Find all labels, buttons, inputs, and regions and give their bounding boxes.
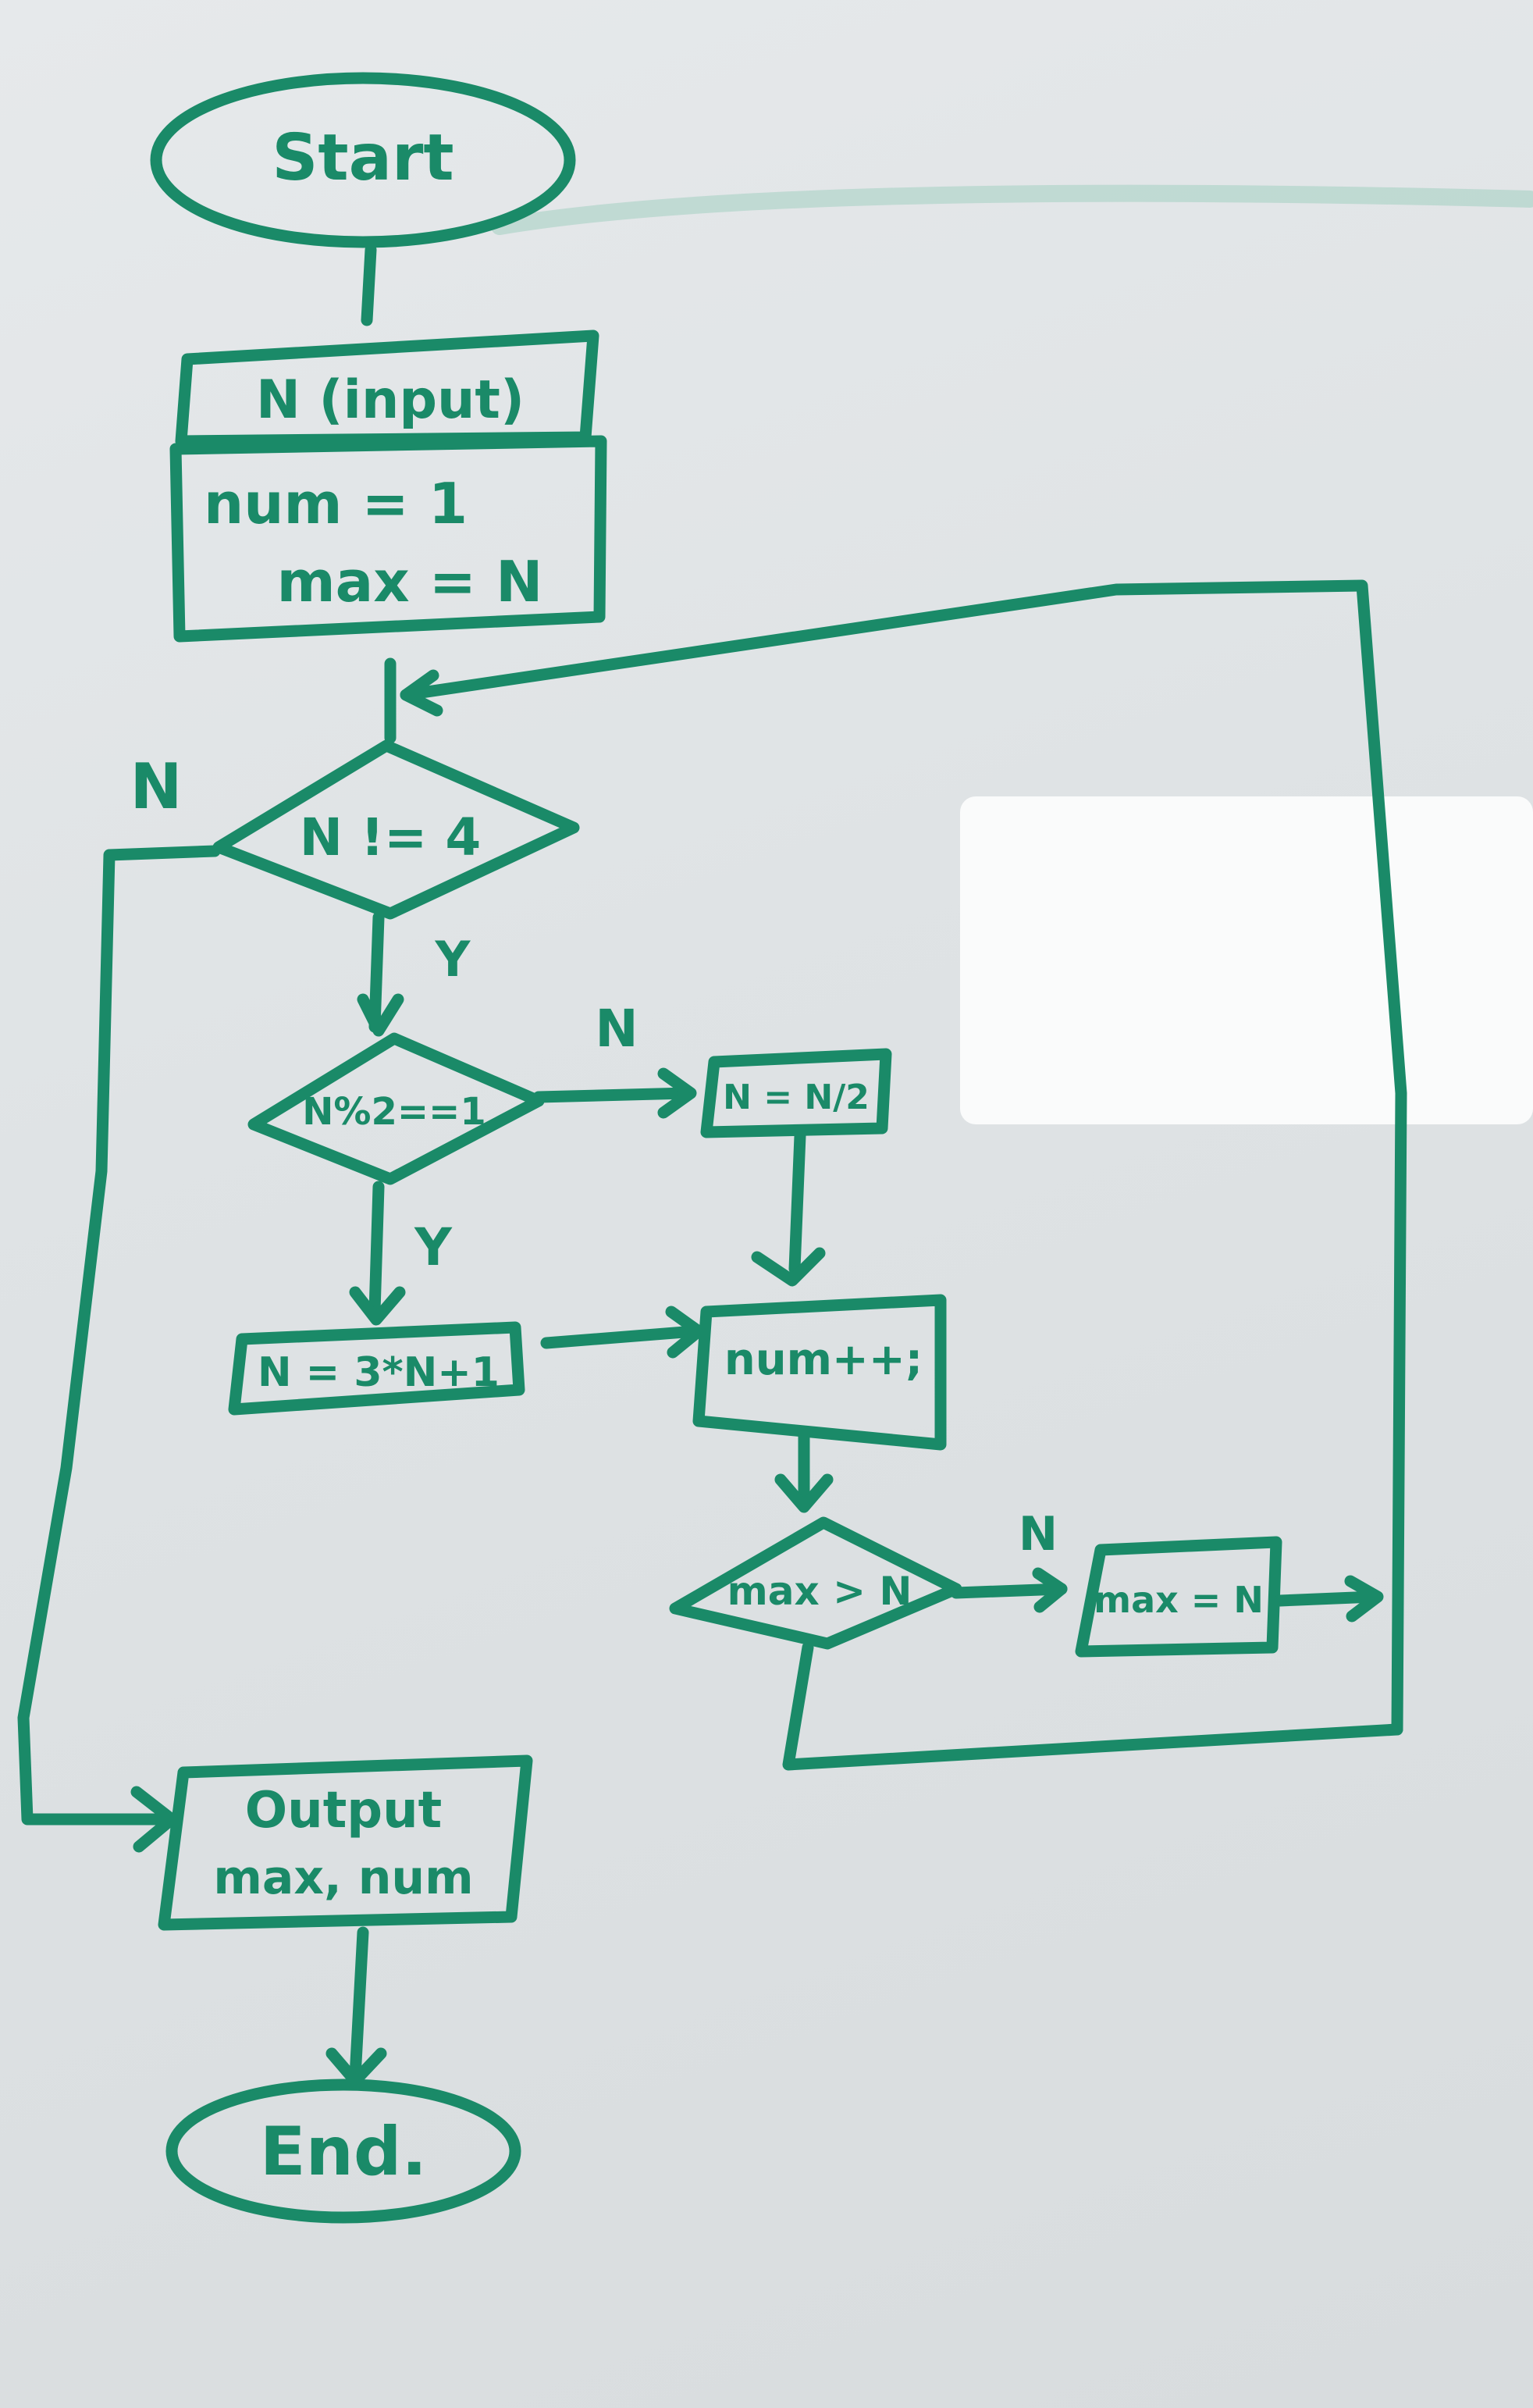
even-step-box — [700, 1048, 892, 1138]
update-max-box — [1075, 1536, 1282, 1658]
cond3-arrowhead — [774, 1473, 834, 1513]
end-terminator — [165, 2079, 521, 2224]
cond1-label: N != 4 — [300, 807, 482, 867]
start-label: Start — [272, 121, 453, 195]
even-step-label: N = N/2 — [723, 1078, 870, 1117]
cond2-yes-label: Y — [414, 1217, 453, 1277]
init-line2: max = N — [277, 549, 543, 614]
output-line2: max, num — [213, 1851, 473, 1905]
edge-cond1-yes-cond2 — [368, 911, 385, 1033]
edge-cond3-yes-loop — [782, 1641, 1403, 1771]
loop-arrowhead — [1344, 1575, 1384, 1623]
cond3-no-label: N — [1019, 1507, 1058, 1562]
cond2-no-label: N — [595, 999, 638, 1059]
increment-arrowhead-1 — [751, 1247, 826, 1287]
edge-odd-increment — [540, 1325, 701, 1349]
board-smudge — [491, 184, 1533, 235]
odd-step-label: N = 3*N+1 — [258, 1349, 500, 1396]
edge-output-end — [349, 1926, 369, 2083]
end-label: End. — [260, 2113, 427, 2191]
edge-update-loop — [1274, 1590, 1380, 1607]
edge-loop-back — [400, 579, 1407, 1736]
cond1-no-label: N — [130, 750, 183, 823]
increment-label: num++; — [724, 1334, 923, 1385]
edge-cond2-no-even — [532, 1087, 693, 1103]
init-line1: num = 1 — [204, 471, 468, 536]
cond2-arrowhead — [357, 993, 404, 1037]
update-arrowhead — [1032, 1567, 1068, 1613]
input-label: N (input) — [256, 369, 525, 431]
increment-box — [692, 1294, 947, 1451]
output-box — [158, 1754, 533, 1931]
start-terminator — [150, 72, 576, 248]
edge-cond1-no-output — [17, 845, 221, 1826]
glare-reflection — [960, 796, 1533, 1124]
edge-start-input — [361, 244, 377, 326]
cond3-label: max > N — [727, 1569, 912, 1614]
output-line1: Output — [245, 1782, 443, 1840]
even-arrowhead — [657, 1067, 697, 1119]
edge-even-increment — [788, 1130, 806, 1275]
odd-arrowhead — [349, 1286, 406, 1326]
edge-cond2-yes-odd — [368, 1181, 385, 1318]
odd-step-box — [228, 1321, 525, 1416]
cond1-diamond — [212, 739, 580, 920]
cond2-label: N%2==1 — [302, 1090, 486, 1134]
init-box — [169, 435, 607, 643]
cond1-yes-label: Y — [435, 931, 471, 988]
increment-arrowhead-2 — [665, 1306, 705, 1359]
update-max-label: max = N — [1094, 1579, 1264, 1621]
edge-cond3-no-update — [950, 1583, 1068, 1599]
